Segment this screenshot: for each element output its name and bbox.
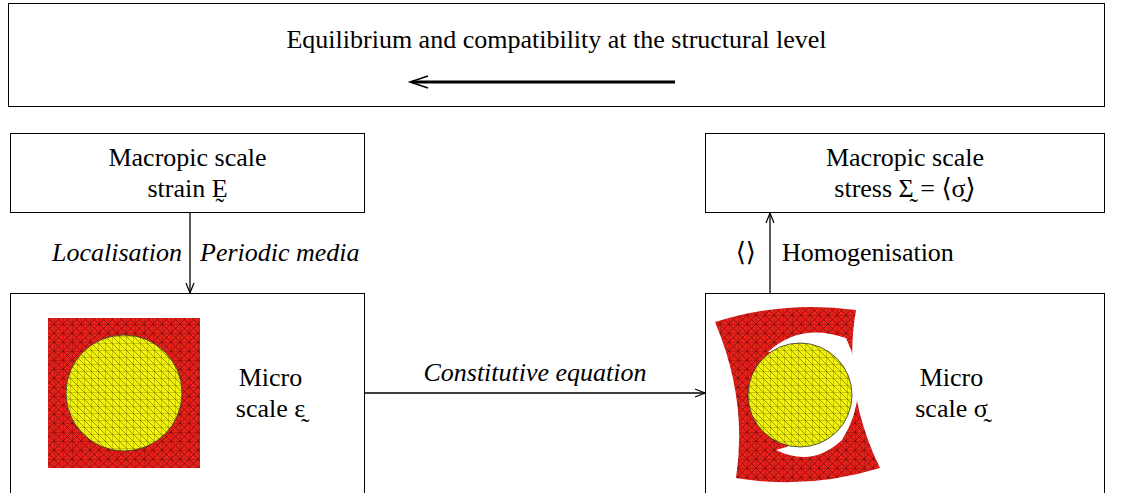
- side-label: Periodic media: [200, 237, 360, 268]
- edge-label: Localisation: [52, 237, 182, 268]
- scale-box: Micro scale ε̰: [10, 293, 365, 493]
- edge-label: Homogenisation: [782, 237, 954, 268]
- edge-label: Constitutive equation: [423, 357, 646, 388]
- connector-arrow: [365, 392, 705, 393]
- box-text: Micro scale ε̰: [223, 362, 318, 424]
- scale-box: Micro scale σ̰: [705, 293, 1105, 493]
- deformed-cell: [715, 307, 880, 482]
- structural-band: Equilibrium and compatibility at the str…: [8, 3, 1105, 107]
- box-text: Macropic scale stress Σ̰ = ⟨σ̰⟩: [800, 142, 1010, 204]
- box-text: Micro scale σ̰: [904, 362, 999, 424]
- connector-arrow: [769, 213, 770, 293]
- undeformed-cell: [48, 318, 200, 468]
- scale-box: Macropic scale strain Ḛ: [10, 133, 365, 213]
- side-label: ⟨⟩: [736, 237, 756, 268]
- scale-box: Macropic scale stress Σ̰ = ⟨σ̰⟩: [705, 133, 1105, 213]
- connector-arrow: [189, 213, 190, 293]
- box-text: Macropic scale strain Ḛ: [83, 142, 293, 204]
- box-text: Equilibrium and compatibility at the str…: [286, 24, 826, 55]
